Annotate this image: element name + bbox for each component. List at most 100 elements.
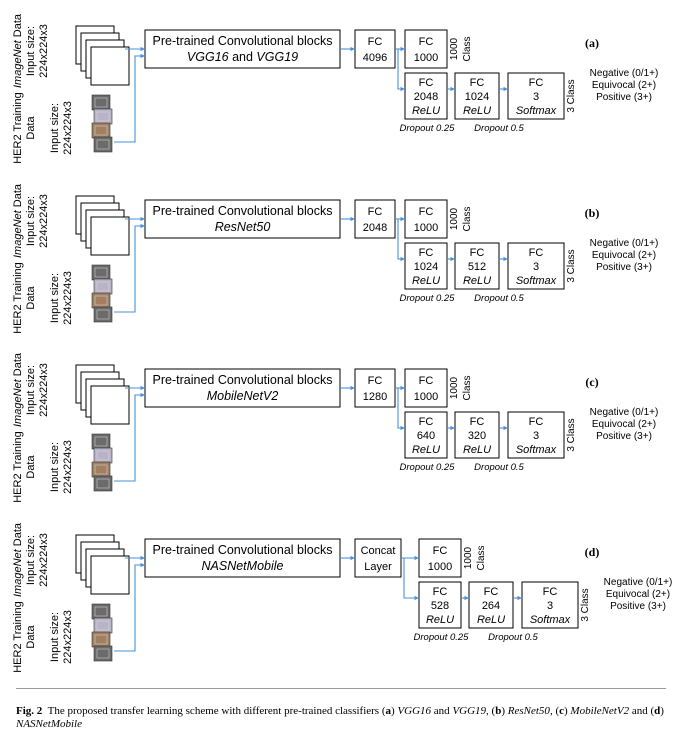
head-fc-1-type: FC <box>419 247 434 259</box>
dropout-label-2: Dropout 0.5 <box>474 462 524 473</box>
head-fc-1-type: FC <box>433 586 448 598</box>
output-class-2: Equivocal (2+) <box>606 589 670 600</box>
pretrained-to-fc-arrow <box>340 46 355 52</box>
imagenet-label-name: ImageNet <box>12 39 24 88</box>
head-fc-3-units: 3 <box>547 600 553 612</box>
class-1000-count: 1000 <box>449 207 460 230</box>
her2-image-detail-4 <box>96 648 110 659</box>
imagenet-arrow <box>125 216 145 222</box>
head-fc-2 <box>468 581 514 629</box>
head-fc-1 <box>404 411 448 459</box>
head-fc-1-units: 2048 <box>414 91 438 103</box>
imagenet-input-size-label: Input size: <box>25 196 37 246</box>
fc-to-output-arrow-head <box>400 46 405 52</box>
branch-arrow <box>397 219 405 262</box>
output-fc-line1: FC <box>433 545 448 557</box>
head-fc-1-activation: ReLU <box>412 275 440 287</box>
fc-to-output-arrow-head <box>400 385 405 391</box>
her2-image-detail-2 <box>96 620 110 631</box>
her2-arrow-line <box>114 394 145 482</box>
head-fc-2-units: 264 <box>482 600 500 612</box>
panel-tag: (c) <box>585 375 598 389</box>
branch-arrow <box>397 49 405 92</box>
output-fc-line2: 1000 <box>414 222 438 234</box>
her2-image-3 <box>91 631 111 648</box>
head-fc-1 <box>404 242 448 290</box>
pretrained-to-fc-arrow <box>340 385 355 391</box>
head-fc-3-activation: Softmax <box>516 275 557 287</box>
imagenet-input-size-label: Input size: <box>25 535 37 585</box>
imagenet-input-size-value: 224x224x3 <box>38 533 50 587</box>
head-arrow-2 <box>499 256 508 262</box>
imagenet-input-size-label: Input size: <box>25 365 37 415</box>
her2-input-size-value: 224x224x3 <box>62 101 74 155</box>
head-fc-3 <box>507 72 565 120</box>
her2-image-2 <box>93 447 113 464</box>
her2-image-4 <box>93 306 113 323</box>
head-fc-2-type: FC <box>470 247 485 259</box>
her2-arrow-line <box>114 564 145 652</box>
imagenet-label-suffix: Data <box>12 13 24 40</box>
head-arrow-1-head <box>450 425 455 431</box>
pretrained-to-fc-arrow-head <box>350 46 355 52</box>
pretrained-to-fc-arrow-head <box>350 216 355 222</box>
dropout-label-2: Dropout 0.5 <box>488 632 538 643</box>
imagenet-label: ImageNet Data <box>12 13 24 88</box>
class-3-label: 3 Class <box>566 418 577 451</box>
caption-and-1: and <box>431 705 453 717</box>
imagenet-arrow-head <box>140 216 145 222</box>
branch-arrow-head <box>400 86 405 92</box>
imagenet-input-size-value: 224x224x3 <box>38 363 50 417</box>
caption-resnet50: ResNet50 <box>507 705 550 717</box>
caption-and-2: and <box>629 705 648 717</box>
her2-arrow <box>114 392 145 482</box>
first-fc-box <box>354 199 396 239</box>
imagenet-arrow-head <box>140 46 145 52</box>
head-fc-2-type: FC <box>484 586 499 598</box>
head-fc-1-type: FC <box>419 77 434 89</box>
her2-image-detail-2 <box>96 281 110 292</box>
head-fc-1 <box>404 72 448 120</box>
her2-image-4 <box>93 645 113 662</box>
model-name-1: VGG16 <box>187 50 229 64</box>
imagenet-input-size-value: 224x224x3 <box>38 24 50 78</box>
class-3-label: 3 Class <box>566 249 577 282</box>
class-1000-label: Class <box>462 206 473 231</box>
caption-a: a <box>385 705 392 717</box>
imagenet-input-size-value: 224x224x3 <box>38 194 50 248</box>
head-arrow-2-head <box>503 425 508 431</box>
imagenet-image-4 <box>90 46 130 86</box>
her2-image-1 <box>91 603 111 620</box>
caption-fig-label: Fig. 2 <box>16 705 43 717</box>
first-fc-line2: 4096 <box>363 52 387 64</box>
branch-arrow-line <box>397 388 405 429</box>
class-1000-count: 1000 <box>449 376 460 399</box>
fc-to-output-arrow-head <box>400 216 405 222</box>
her2-image-detail-3 <box>94 295 108 306</box>
dropout-label-1: Dropout 0.25 <box>400 462 456 473</box>
her2-input-size-label: Input size: <box>49 442 61 492</box>
pretrained-title: Pre-trained Convolutional blocks <box>153 373 333 387</box>
her2-input-size-label: Input size: <box>49 273 61 323</box>
output-fc-line2: 1000 <box>414 391 438 403</box>
her2-label-line1: HER2 Training <box>12 601 24 673</box>
her2-image-detail-1 <box>94 436 108 447</box>
her2-image-2 <box>93 108 113 125</box>
head-fc-3-type: FC <box>543 586 558 598</box>
head-arrow-2-head <box>503 256 508 262</box>
first-fc-box <box>354 538 402 578</box>
imagenet-label-name: ImageNet <box>12 378 24 427</box>
head-fc-3-activation: Softmax <box>516 105 557 117</box>
first-fc-line1: FC <box>368 206 383 218</box>
imagenet-label-suffix: Data <box>12 352 24 379</box>
first-fc-line2: 2048 <box>363 222 387 234</box>
head-fc-2-units: 1024 <box>465 91 489 103</box>
first-fc-line1: Concat <box>361 545 396 557</box>
head-fc-3-type: FC <box>529 77 544 89</box>
panel-tag: (b) <box>585 206 600 220</box>
head-fc-2-activation: ReLU <box>477 614 505 626</box>
panel-tag: (a) <box>585 36 599 50</box>
head-arrow-1-head <box>450 256 455 262</box>
head-fc-1-activation: ReLU <box>412 105 440 117</box>
